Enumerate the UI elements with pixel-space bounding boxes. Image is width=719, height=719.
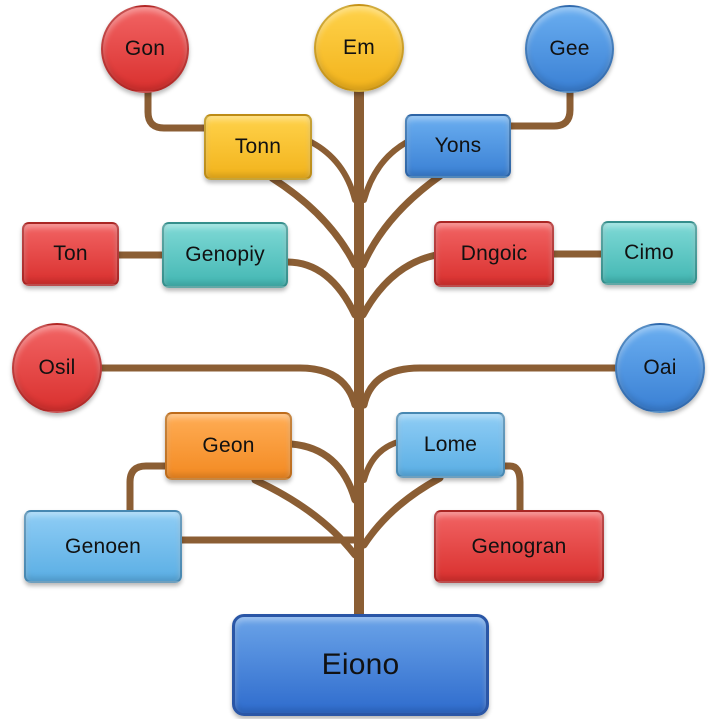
node-ton: Ton xyxy=(22,222,119,286)
node-genoen: Genoen xyxy=(24,510,182,583)
node-osil: Osil xyxy=(12,323,102,413)
node-yons: Yons xyxy=(405,114,511,178)
node-gon: Gon xyxy=(101,5,189,93)
branch-yons-trunk xyxy=(359,172,444,269)
branch-gon-tonn xyxy=(144,88,210,132)
branch-yons-left xyxy=(361,139,410,203)
node-genogran: Genogran xyxy=(434,510,604,583)
branch-geon-genoen xyxy=(126,462,170,516)
node-geon: Geon xyxy=(165,412,292,480)
node-oai: Oai xyxy=(615,323,705,413)
node-lome: Lome xyxy=(396,412,505,478)
branch-geon-lower xyxy=(251,476,359,559)
node-eiono: Eiono xyxy=(232,614,489,716)
node-tonn: Tonn xyxy=(204,114,312,180)
branch-genopiy-trunk xyxy=(283,258,359,319)
branch-tonn-trunk xyxy=(268,174,359,269)
branch-lome-trunk xyxy=(360,474,444,549)
branch-lome-genogran xyxy=(500,462,524,516)
node-em: Em xyxy=(314,4,404,92)
node-genopiy: Genopiy xyxy=(162,222,288,288)
branch-osil-trunk xyxy=(96,364,359,409)
branch-oai-trunk xyxy=(360,364,621,409)
node-cimo: Cimo xyxy=(601,221,697,285)
branch-gee-yons xyxy=(505,88,574,130)
branch-tonn-right xyxy=(308,139,358,203)
branch-geon-trunk xyxy=(287,440,359,504)
branch-dngoic-trunk xyxy=(359,251,440,319)
node-gee: Gee xyxy=(525,5,614,93)
node-dngoic: Dngoic xyxy=(434,221,554,287)
branch-lome-upper xyxy=(361,439,401,483)
